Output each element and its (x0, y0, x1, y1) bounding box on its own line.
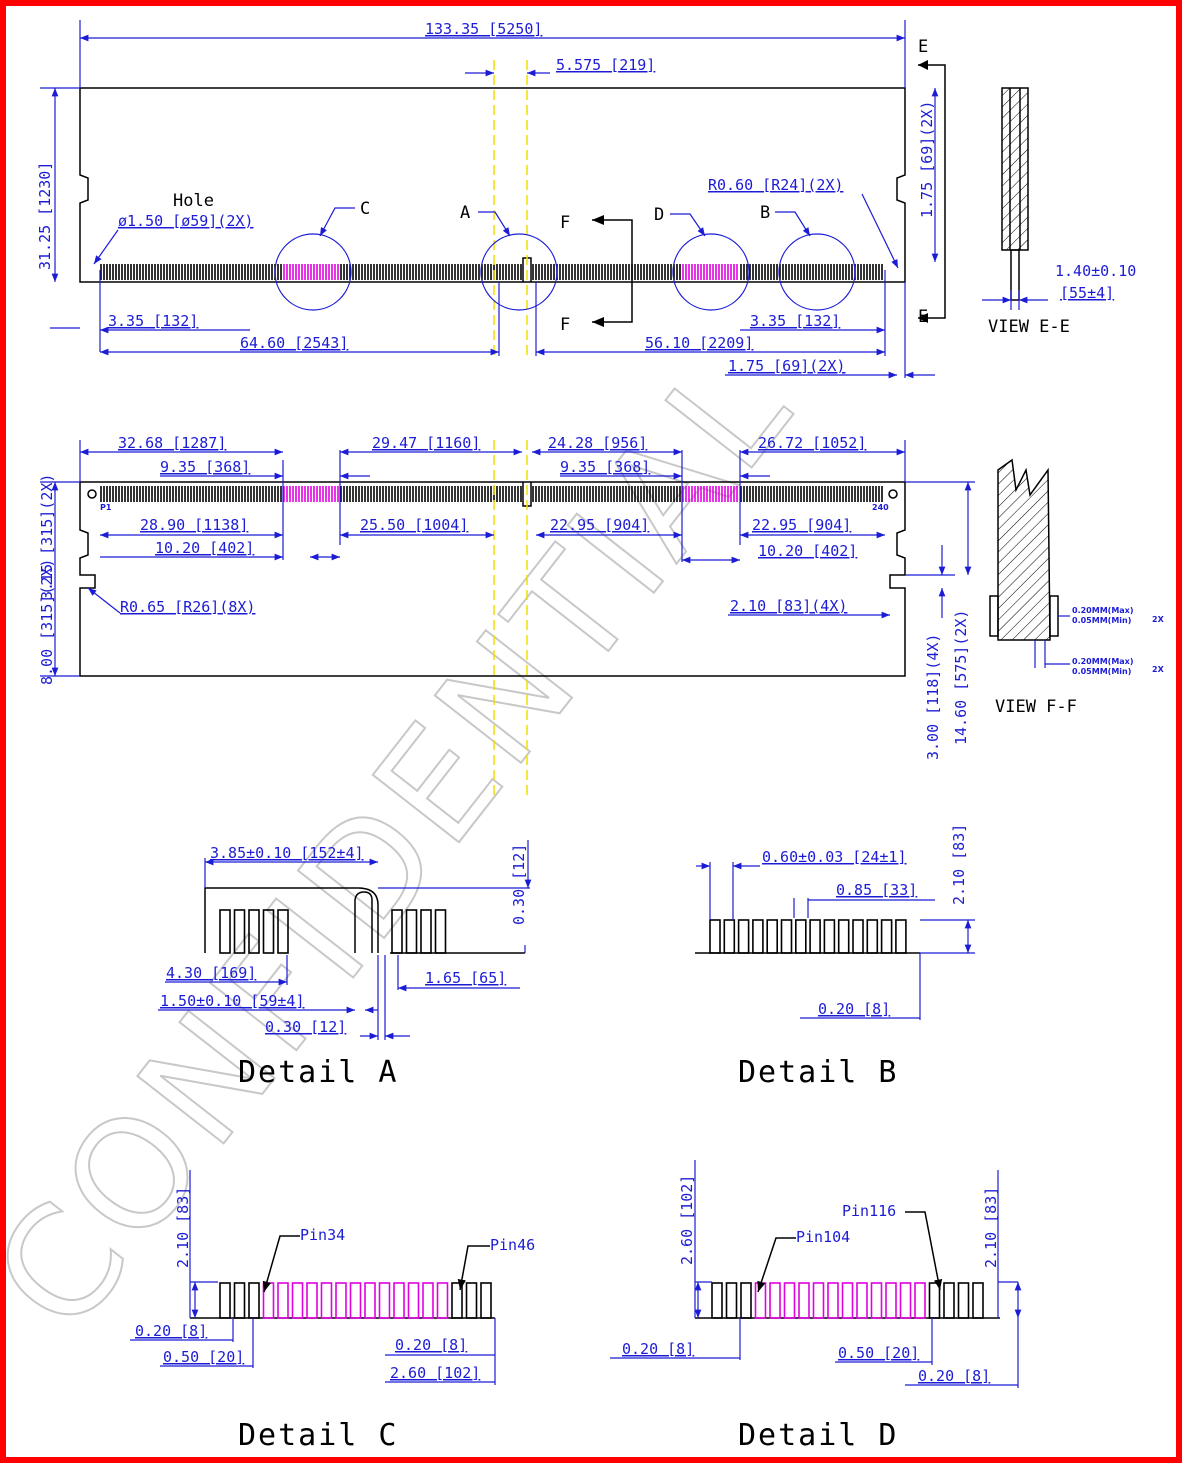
dim-mid-14: R0.65 [R26](8X) (120, 598, 255, 616)
detail-d-h: 2.60 [102] (678, 1175, 696, 1265)
detail-d: 2.60 [102] Pin104 Pin116 2.10 [83] 0.20 … (610, 1160, 1022, 1453)
view-f-note-1a: 0.20MM(Max) (1072, 606, 1134, 615)
detail-b: 0.60±0.03 [24±1] 0.85 [33] 2.10 [83] 0.2… (695, 824, 975, 1090)
detail-c-pin-a: Pin34 (300, 1226, 345, 1244)
detail-a-d3: 1.50±0.10 [59±4] (160, 992, 305, 1010)
dim-notch-to-right: 56.10 [2209] (645, 334, 753, 352)
dim-right-margin: 3.35 [132] (750, 312, 840, 330)
callout-circle-c (274, 233, 352, 311)
dim-mid-11: 22.95 [904] (752, 516, 851, 534)
dim-height: 31.25 [1230] (36, 162, 54, 270)
dim-hole: ø1.50 [ø59](2X) (118, 212, 253, 230)
section-f-upper: F (560, 213, 570, 233)
detail-c-d4: 2.60 [102] (390, 1364, 480, 1382)
section-e-lower: E (918, 307, 928, 327)
back-view: P1 240 32.68 [1287] 9.35 [368] 29.47 [11… (38, 434, 1165, 800)
dim-radius: R0.60 [R24](2X) (708, 176, 843, 194)
detail-a-width: 3.85±0.10 [152±4] (210, 844, 364, 862)
dim-left-margin: 3.35 [132] (108, 312, 198, 330)
view-f-note-1b: 0.05MM(Min) (1072, 616, 1131, 625)
detail-c-title: Detail C (238, 1418, 399, 1453)
dim-mid-13: 2.10 [83](4X) (730, 597, 847, 615)
module-outline-back (79, 481, 906, 677)
detail-c-d3: 0.20 [8] (395, 1336, 467, 1354)
dim-mid-2: 9.35 [368] (160, 458, 250, 476)
callout-circle-d (672, 233, 750, 311)
dim-mid-1: 32.68 [1287] (118, 434, 226, 452)
dim-mid-5: 9.35 [368] (560, 458, 650, 476)
detail-c: 2.10 [83] Pin34 Pin46 0.20 [8] 0.50 [20]… (130, 1170, 535, 1453)
detail-d-title: Detail D (738, 1418, 899, 1453)
detail-d-d1: 0.20 [8] (622, 1340, 694, 1358)
view-f-f: 0.20MM(Max) 0.05MM(Min) 2X 0.20MM(Max) 0… (989, 458, 1165, 717)
detail-c-h: 2.10 [83] (174, 1187, 192, 1268)
detail-b-gap: 0.20 [8] (818, 1000, 890, 1018)
detail-d-d2: 0.50 [20] (838, 1344, 919, 1362)
dim-bottom-edge: 1.75 [69](2X) (728, 357, 845, 375)
detail-c-d2: 0.50 [20] (163, 1348, 244, 1366)
detail-d-pin-a: Pin104 (796, 1228, 850, 1246)
view-e-e-title: VIEW E-E (988, 317, 1070, 337)
callout-d-label: D (654, 205, 664, 225)
detail-c-pin-b: Pin46 (490, 1236, 535, 1254)
dim-mid-6: 26.72 [1052] (758, 434, 866, 452)
dim-mid-17: 3.00 [118](4X) (924, 634, 942, 760)
dim-mid-12: 10.20 [402] (758, 542, 857, 560)
callout-b-label: B (760, 203, 770, 223)
callout-circle-a (480, 233, 558, 311)
dim-mid-18: 14.60 [575](2X) (952, 610, 970, 745)
view-f-note-2b: 0.05MM(Min) (1072, 667, 1131, 676)
dim-thickness-mil: [55±4] (1060, 284, 1114, 302)
dim-edge-right: 1.75 [69](2X) (918, 101, 936, 218)
view-f-2x-b: 2X (1152, 665, 1165, 674)
view-f-2x-a: 2X (1152, 615, 1165, 624)
dim-mid-9: 25.50 [1004] (360, 516, 468, 534)
detail-b-h: 2.10 [83] (950, 824, 968, 905)
detail-d-d3: 0.20 [8] (918, 1367, 990, 1385)
pin-1-label: P1 (100, 503, 112, 512)
detail-a-title: Detail A (238, 1055, 399, 1090)
dim-thickness: 1.40±0.10 (1055, 262, 1136, 280)
callout-a-label: A (460, 203, 470, 223)
detail-b-pitch: 0.60±0.03 [24±1] (762, 848, 907, 866)
detail-b-title: Detail B (738, 1055, 899, 1090)
confidential-watermark: CONFIDENTIAL (0, 324, 826, 1363)
dim-overall-width: 133.35 [5250] (425, 20, 542, 38)
detail-c-d1: 0.20 [8] (135, 1322, 207, 1340)
dim-mid-10: 22.95 [904] (550, 516, 649, 534)
detail-a: 3.85±0.10 [152±4] 0.30 [12] 4.30 [169] 1… (158, 840, 532, 1090)
detail-a-d4: 0.30 [12] (265, 1018, 346, 1036)
detail-d-h2: 2.10 [83] (982, 1187, 1000, 1268)
detail-a-d2: 1.65 [65] (425, 969, 506, 987)
dim-mid-8: 10.20 [402] (155, 539, 254, 557)
contact-strip-top (100, 264, 883, 280)
view-e-e: 1.40±0.10 [55±4] VIEW E-E (982, 87, 1136, 337)
dim-mid-4: 24.28 [956] (548, 434, 647, 452)
detail-a-d1: 4.30 [169] (166, 964, 256, 982)
dim-mid-15: 3.15 [315](2X) (38, 474, 56, 600)
detail-b-pad: 0.85 [33] (836, 881, 917, 899)
pin-240-label: 240 (872, 503, 889, 512)
contact-strip-back (100, 486, 883, 502)
dim-notch-offset: 5.575 [219] (556, 56, 655, 74)
hole-label: Hole (173, 191, 214, 211)
view-f-f-title: VIEW F-F (995, 697, 1077, 717)
dim-mid-3: 29.47 [1160] (372, 434, 480, 452)
top-view: C A D B F F E E 133.35 [5250] 5.575 [219… (36, 20, 1136, 379)
view-f-note-2a: 0.20MM(Max) (1072, 657, 1134, 666)
dim-mid-16: 8.00 [315](2X) (38, 559, 56, 685)
dim-left-to-notch: 64.60 [2543] (240, 334, 348, 352)
callout-c-label: C (360, 199, 370, 219)
section-e-upper: E (918, 37, 928, 57)
detail-a-h: 0.30 [12] (510, 844, 528, 925)
dim-mid-7: 28.90 [1138] (140, 516, 248, 534)
detail-d-pin-b: Pin116 (842, 1202, 896, 1220)
callout-circle-b (778, 233, 856, 311)
section-f-lower: F (560, 315, 570, 335)
